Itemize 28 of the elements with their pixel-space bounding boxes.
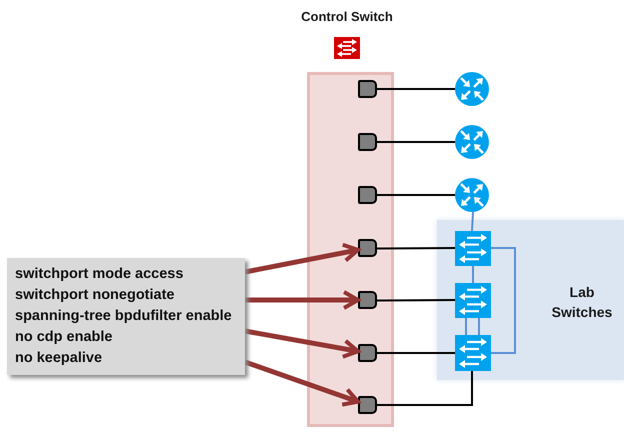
cable-line	[377, 88, 455, 90]
switch-port	[358, 80, 377, 98]
cable-line	[465, 318, 467, 335]
config-command: switchport nonegotiate	[15, 286, 176, 305]
area-label: Lab Switches	[550, 283, 614, 322]
switch-port	[358, 291, 377, 309]
cable-line	[377, 299, 455, 302]
config-command: switchport mode access	[15, 265, 184, 284]
switch-port	[358, 396, 377, 414]
cable-line	[377, 247, 455, 250]
config-command: spanning-tree bpdufilter enable	[15, 307, 233, 326]
cable-line	[478, 318, 480, 335]
config-command: no keepalive	[15, 349, 104, 368]
device-title: Control Switch	[300, 9, 394, 24]
cable-line	[472, 266, 474, 283]
switch-port	[358, 133, 377, 151]
cable-line	[491, 247, 516, 354]
cable-line	[471, 212, 474, 232]
lab-area	[437, 220, 624, 380]
config-note	[7, 258, 245, 375]
config-command: no cdp enable	[15, 328, 114, 347]
switch-port	[358, 186, 377, 204]
cable-line	[377, 141, 455, 143]
switch-port	[358, 344, 377, 362]
cable-line	[377, 352, 455, 354]
switch-port	[358, 239, 377, 257]
cable-line	[377, 194, 455, 196]
cable-line	[377, 371, 473, 406]
